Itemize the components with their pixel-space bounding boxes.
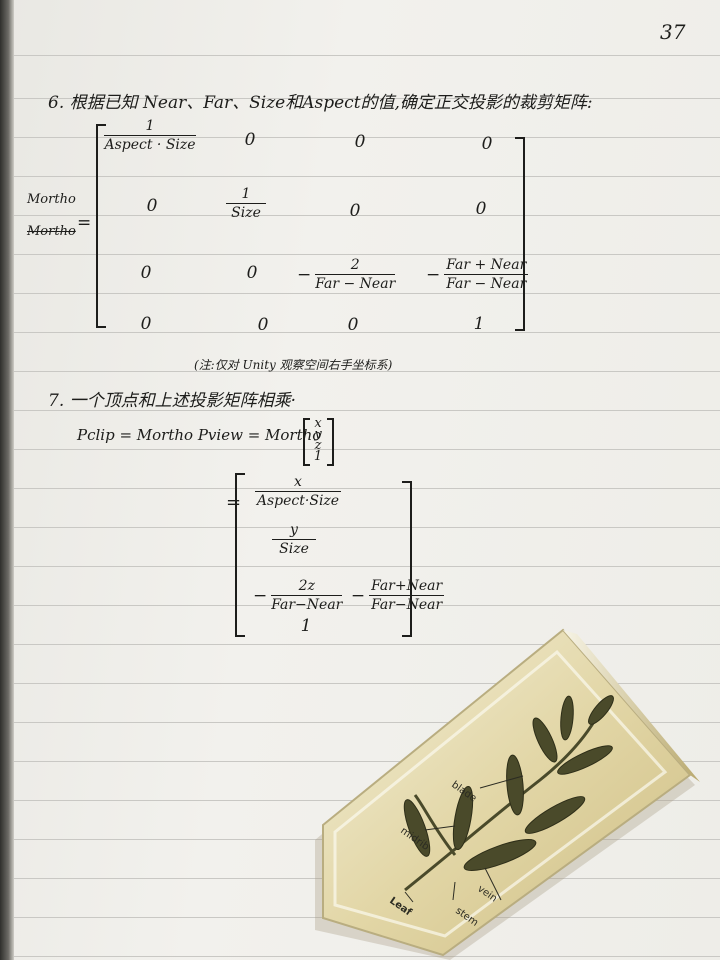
result-equals: = — [226, 492, 242, 513]
result-row1: x Aspect·Size — [255, 474, 341, 509]
result-right-bracket — [402, 481, 412, 637]
leaf-blades — [403, 695, 614, 872]
leaf-specimen-resin-block: blade midrib vein stem Leaf — [315, 628, 700, 960]
result-row2: y Size — [272, 522, 316, 557]
matrix-cell-r3c1: 0 — [140, 263, 152, 283]
position-vector: x y z 1 — [313, 416, 323, 464]
matrix-cell-r2c1: 0 — [146, 196, 158, 216]
notebook-binding — [0, 0, 14, 960]
matrix-cell-r4c2: 0 — [257, 315, 269, 335]
ruled-line — [14, 371, 720, 372]
page-number: 37 — [660, 20, 686, 44]
ruled-line — [14, 55, 720, 56]
matrix-note: (注:仅对 Unity 观察空间右手坐标系) — [194, 358, 393, 372]
matrix-equals: = — [77, 213, 92, 233]
matrix-cell-r2c2: 1 Size — [226, 186, 266, 221]
vector-left-bracket — [303, 418, 310, 466]
ruled-line — [14, 683, 720, 684]
ruled-line — [14, 449, 720, 450]
matrix-left-bracket — [96, 124, 106, 328]
ruled-line — [14, 332, 720, 333]
ruled-line — [14, 761, 720, 762]
section7-equation: Pclip = Mortho Pview = Mortho — [77, 426, 322, 444]
matrix-lhs-label: Mortho — [27, 192, 76, 207]
matrix-lhs-struck: Mortho — [27, 224, 76, 239]
matrix-cell-r4c4: 1 — [473, 314, 485, 334]
ruled-line — [14, 410, 720, 411]
matrix-cell-r1c3: 0 — [354, 132, 366, 152]
ruled-line — [14, 488, 720, 489]
matrix-right-bracket — [515, 137, 525, 331]
matrix-cell-r1c1: 1 Aspect · Size — [104, 118, 196, 153]
result-row4: 1 — [300, 616, 312, 636]
vector-right-bracket — [327, 418, 334, 466]
matrix-cell-r4c1: 0 — [140, 314, 152, 334]
section6-heading: 6. 根据已知 Near、Far、Size和Aspect的值,确定正交投影的裁剪… — [48, 93, 593, 113]
specimen-label-lines — [404, 775, 524, 903]
ruled-line — [14, 254, 720, 255]
ruled-line — [14, 98, 720, 99]
ruled-line — [14, 644, 720, 645]
ruled-line — [14, 722, 720, 723]
ruled-line — [14, 956, 720, 957]
ruled-line — [14, 137, 720, 138]
matrix-cell-r2c4: 0 — [475, 199, 487, 219]
ruled-line — [14, 176, 720, 177]
ruled-line — [14, 293, 720, 294]
matrix-cell-r4c3: 0 — [347, 315, 359, 335]
resin-highlight — [333, 649, 668, 938]
matrix-cell-r3c2: 0 — [246, 263, 258, 283]
leaf-stem — [404, 719, 597, 892]
resin-block-body — [322, 628, 692, 957]
matrix-cell-r1c4: 0 — [481, 134, 493, 154]
ruled-line — [14, 527, 720, 528]
ruled-line — [14, 605, 720, 606]
result-left-bracket — [235, 473, 245, 637]
ruled-line — [14, 215, 720, 216]
matrix-cell-r2c3: 0 — [349, 201, 361, 221]
resin-block-edge — [563, 630, 700, 782]
section7-heading: 7. 一个顶点和上述投影矩阵相乘· — [48, 391, 297, 411]
matrix-cell-r1c2: 0 — [244, 130, 256, 150]
ruled-line — [14, 566, 720, 567]
